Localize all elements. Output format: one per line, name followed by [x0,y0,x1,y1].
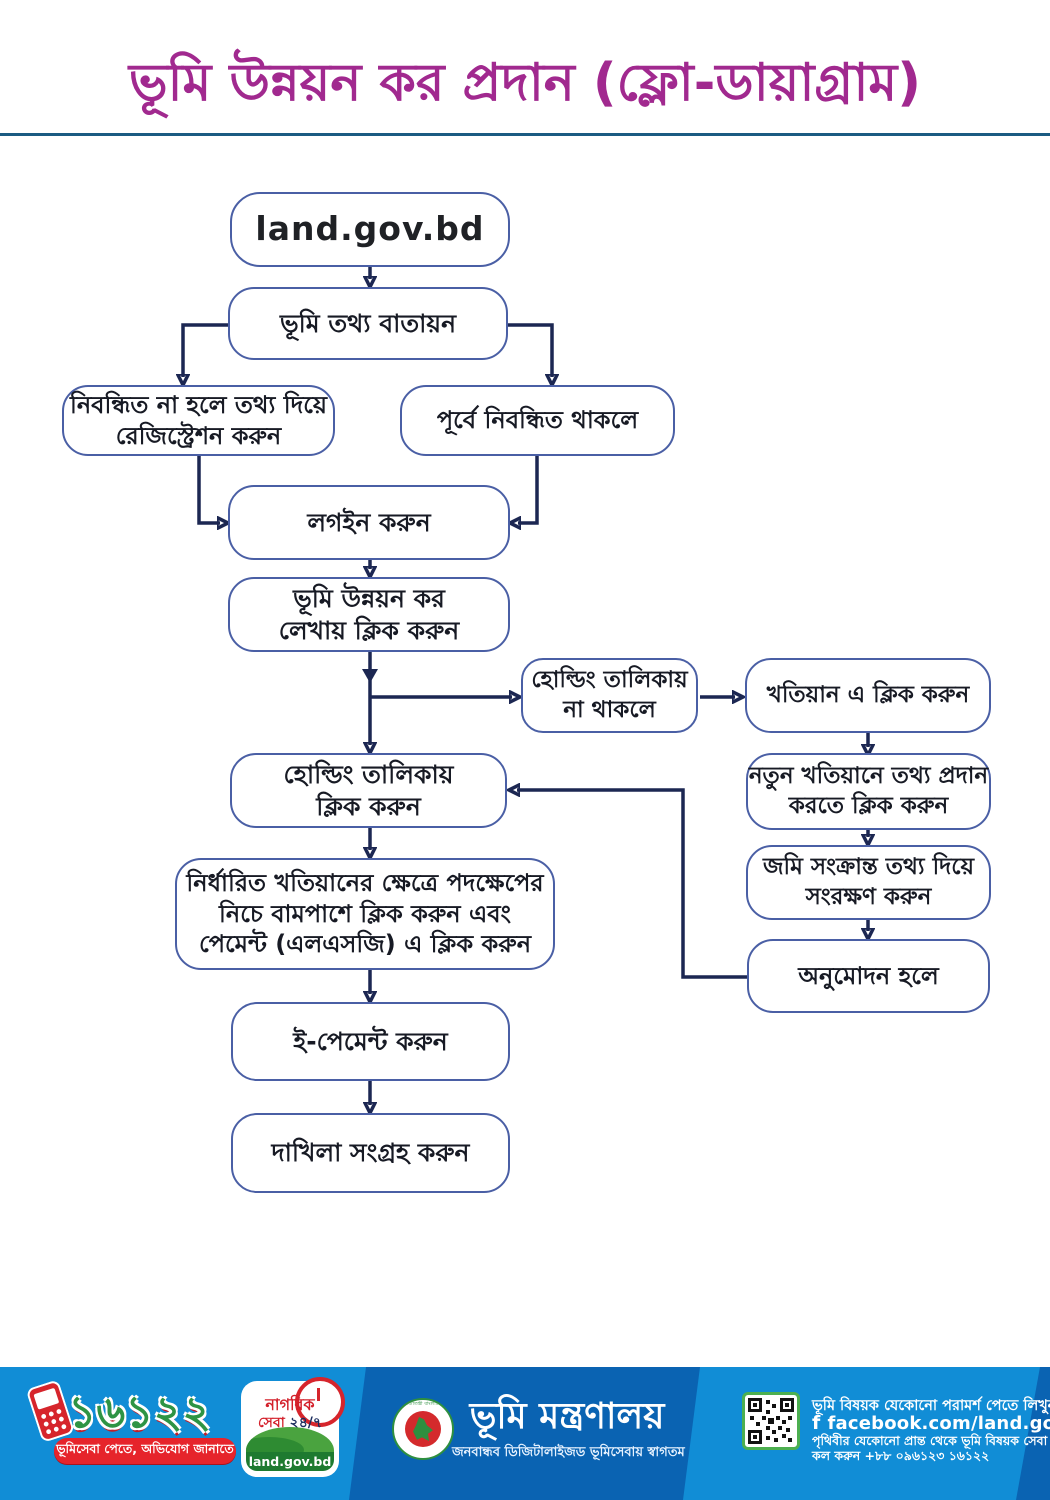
flow-node-login: লগইন করুন [228,485,510,560]
flow-node-register: নিবন্ধিত না হলে তথ্য দিয়ে রেজিস্ট্রেশন … [62,385,335,456]
qr-code [742,1392,800,1450]
arrow-portal-registered [506,323,552,377]
arrow-register-login [197,456,220,523]
facebook-url: facebook.com/land.gov.bd [827,1413,1050,1434]
badge-line1: নাগরিক [265,1395,315,1414]
ministry-tagline: জনবান্ধব ডিজিটালাইজড ভূমিসেবায় স্বাগতম [452,1445,685,1460]
flow-node-not-in-holding: হোল্ডিং তালিকায় না থাকলে [521,658,698,733]
govt-seal: গণপ্রজাতন্ত্রী বাংলাদেশ সরকার [392,1398,454,1460]
badge-site-label: land.gov.bd [246,1452,334,1471]
hotline-number: ১৬১২২ [68,1387,211,1438]
flow-node-portal: ভূমি তথ্য বাতায়ন [228,287,508,360]
contact-line1: ভূমি বিষয়ক যেকোনো পরামর্শ পেতে লিখুন [812,1398,1050,1414]
phone-icon [26,1379,77,1447]
flow-node-dakhila: দাখিলা সংগ্রহ করুন [231,1113,510,1193]
facebook-row: f facebook.com/land.gov.bd [812,1412,1050,1434]
arrow-registered-login [518,456,539,523]
arrow-portal-register [183,323,232,377]
hotline-tagline: ভূমিসেবা পেতে, অভিযোগ জানাতে [54,1438,236,1464]
flow-node-land-info: জমি সংক্রান্ত তথ্য দিয়ে সংরক্ষণ করুন [746,845,991,920]
seal-map-shape [413,1417,433,1441]
flow-node-registered: পূর্বে নিবন্ধিত থাকলে [400,385,675,456]
flow-node-payment-lsg: নির্ধারিত খতিয়ানের ক্ষেত্রে পদক্ষেপের ন… [175,858,555,970]
title-rule [0,133,1050,136]
seal-ring-text: গণপ্রজাতন্ত্রী বাংলাদেশ সরকার [398,1401,452,1407]
arrow-mid-head [362,669,378,683]
contact-line4: কল করুন +৮৮ ০৯৬১২৩ ১৬১২২ [812,1448,990,1463]
seal-core [405,1411,441,1447]
flow-node-holding-click: হোল্ডিং তালিকায় ক্লিক করুন [230,753,507,828]
flow-node-epayment: ই-পেমেন্ট করুন [231,1002,510,1081]
flow-node-ldt-click: ভূমি উন্নয়ন কর লেখায় ক্লিক করুন [228,577,510,652]
flow-node-khatian-click: খতিয়ান এ ক্লিক করুন [745,658,991,733]
ministry-name: ভূমি মন্ত্রণালয় [469,1396,665,1437]
flow-node-new-khatian: নতুন খতিয়ানে তথ্য প্রদান করতে ক্লিক করু… [746,753,991,830]
flow-node-start: land.gov.bd [230,192,510,267]
flow-node-approved: অনুমোদন হলে [747,939,990,1013]
contact-line3: পৃথিবীর যেকোনো প্রান্ত থেকে ভূমি বিষয়ক … [812,1433,1050,1448]
footer: ১৬১২২ ভূমিসেবা পেতে, অভিযোগ জানাতে নাগরি… [0,1367,1050,1500]
facebook-icon: f [812,1412,821,1434]
citizen-service-badge: নাগরিক সেবা ২৪/৭ land.gov.bd [243,1377,345,1475]
page-title: ভূমি উন্নয়ন কর প্রদান (ফ্লো-ডায়াগ্রাম) [128,53,922,113]
clock-icon [295,1377,345,1427]
